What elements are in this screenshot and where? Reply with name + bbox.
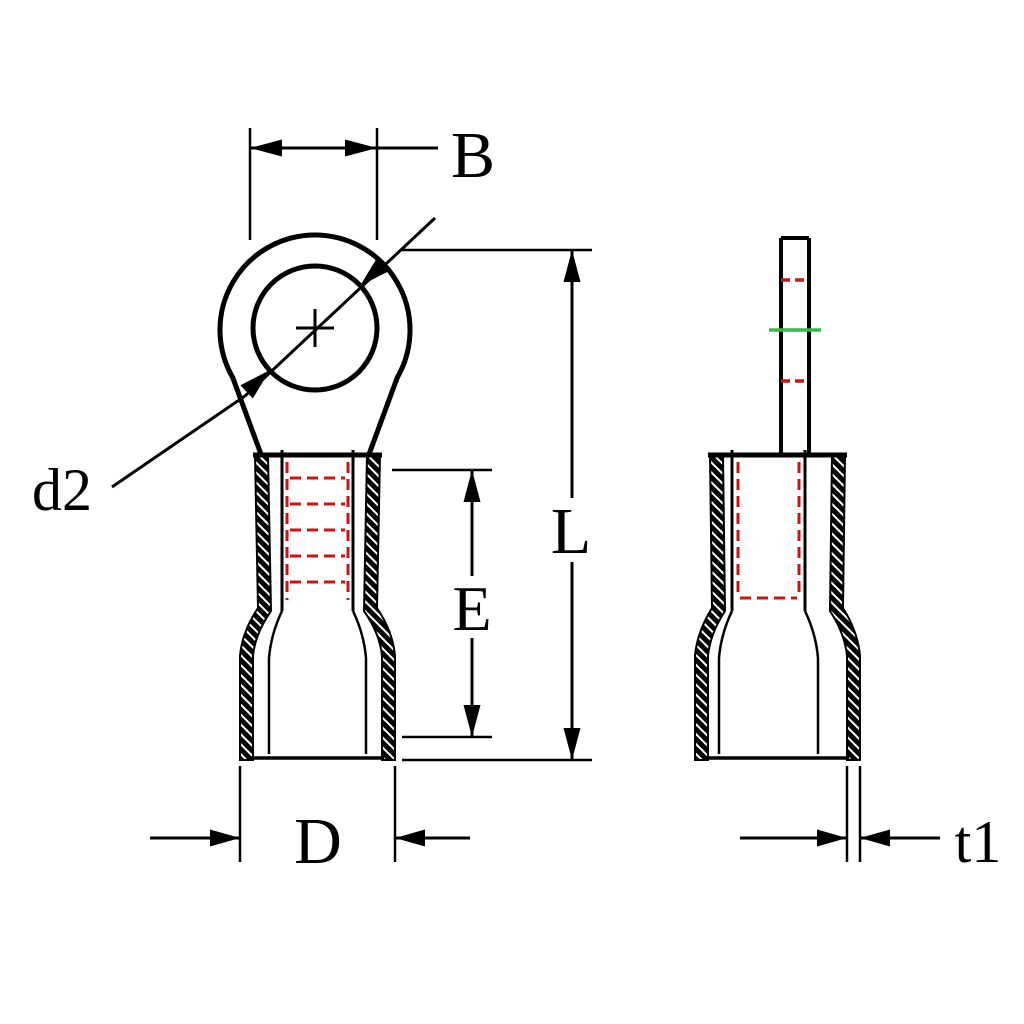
flat-tab xyxy=(779,236,811,455)
conductor-crimp-marks-front xyxy=(285,462,350,600)
barrel-front xyxy=(239,450,396,761)
arrowhead xyxy=(563,250,581,282)
side-view xyxy=(694,236,861,761)
dim-t1 xyxy=(740,766,940,862)
dim-label-t1: t1 xyxy=(955,809,1002,875)
arrowhead xyxy=(817,829,847,847)
ring-hole xyxy=(250,263,380,393)
arrowhead xyxy=(240,370,270,399)
barrel-left-wall xyxy=(239,454,273,761)
dim-b xyxy=(248,128,438,240)
dim-label-d2: d2 xyxy=(32,457,92,523)
leader-line xyxy=(111,394,246,489)
dim-d2 xyxy=(111,216,437,489)
arrowhead xyxy=(250,139,282,157)
dim-e xyxy=(392,468,496,739)
ring-eyelet xyxy=(217,232,413,458)
barrel-side xyxy=(694,450,861,761)
ink-layer xyxy=(111,128,940,862)
dim-label-l: L xyxy=(551,495,591,568)
conductor-crimp-marks-side xyxy=(736,462,801,600)
ring-outer-profile xyxy=(217,232,413,458)
arrowhead xyxy=(210,829,240,847)
leader-line xyxy=(243,216,437,398)
dim-l xyxy=(402,248,597,762)
label-backing xyxy=(547,498,597,562)
dim-label-d: D xyxy=(294,805,342,878)
bore-side-line-left xyxy=(717,610,734,754)
dimension-labels: B d2 L E D t1 xyxy=(32,119,1001,878)
dim-d xyxy=(150,766,470,862)
tab-red-ticks xyxy=(781,278,809,383)
arrowhead xyxy=(563,728,581,760)
arrowhead xyxy=(860,829,890,847)
arrowhead xyxy=(463,470,481,502)
label-backing xyxy=(448,576,496,638)
center-cross xyxy=(296,309,334,347)
bore-side-line-right xyxy=(803,610,820,754)
arrowhead xyxy=(395,829,425,847)
arrowhead xyxy=(360,257,390,286)
front-view xyxy=(217,232,413,761)
arrowhead xyxy=(345,139,377,157)
arrowhead xyxy=(463,705,481,737)
barrel-side-left-wall xyxy=(694,454,727,761)
bore-line-left xyxy=(267,610,284,754)
dim-label-e: E xyxy=(452,573,491,644)
barrel-side-right-wall xyxy=(828,454,861,761)
dim-label-b: B xyxy=(451,119,495,192)
bore-line-right xyxy=(351,610,368,754)
barrel-right-wall xyxy=(362,454,396,761)
